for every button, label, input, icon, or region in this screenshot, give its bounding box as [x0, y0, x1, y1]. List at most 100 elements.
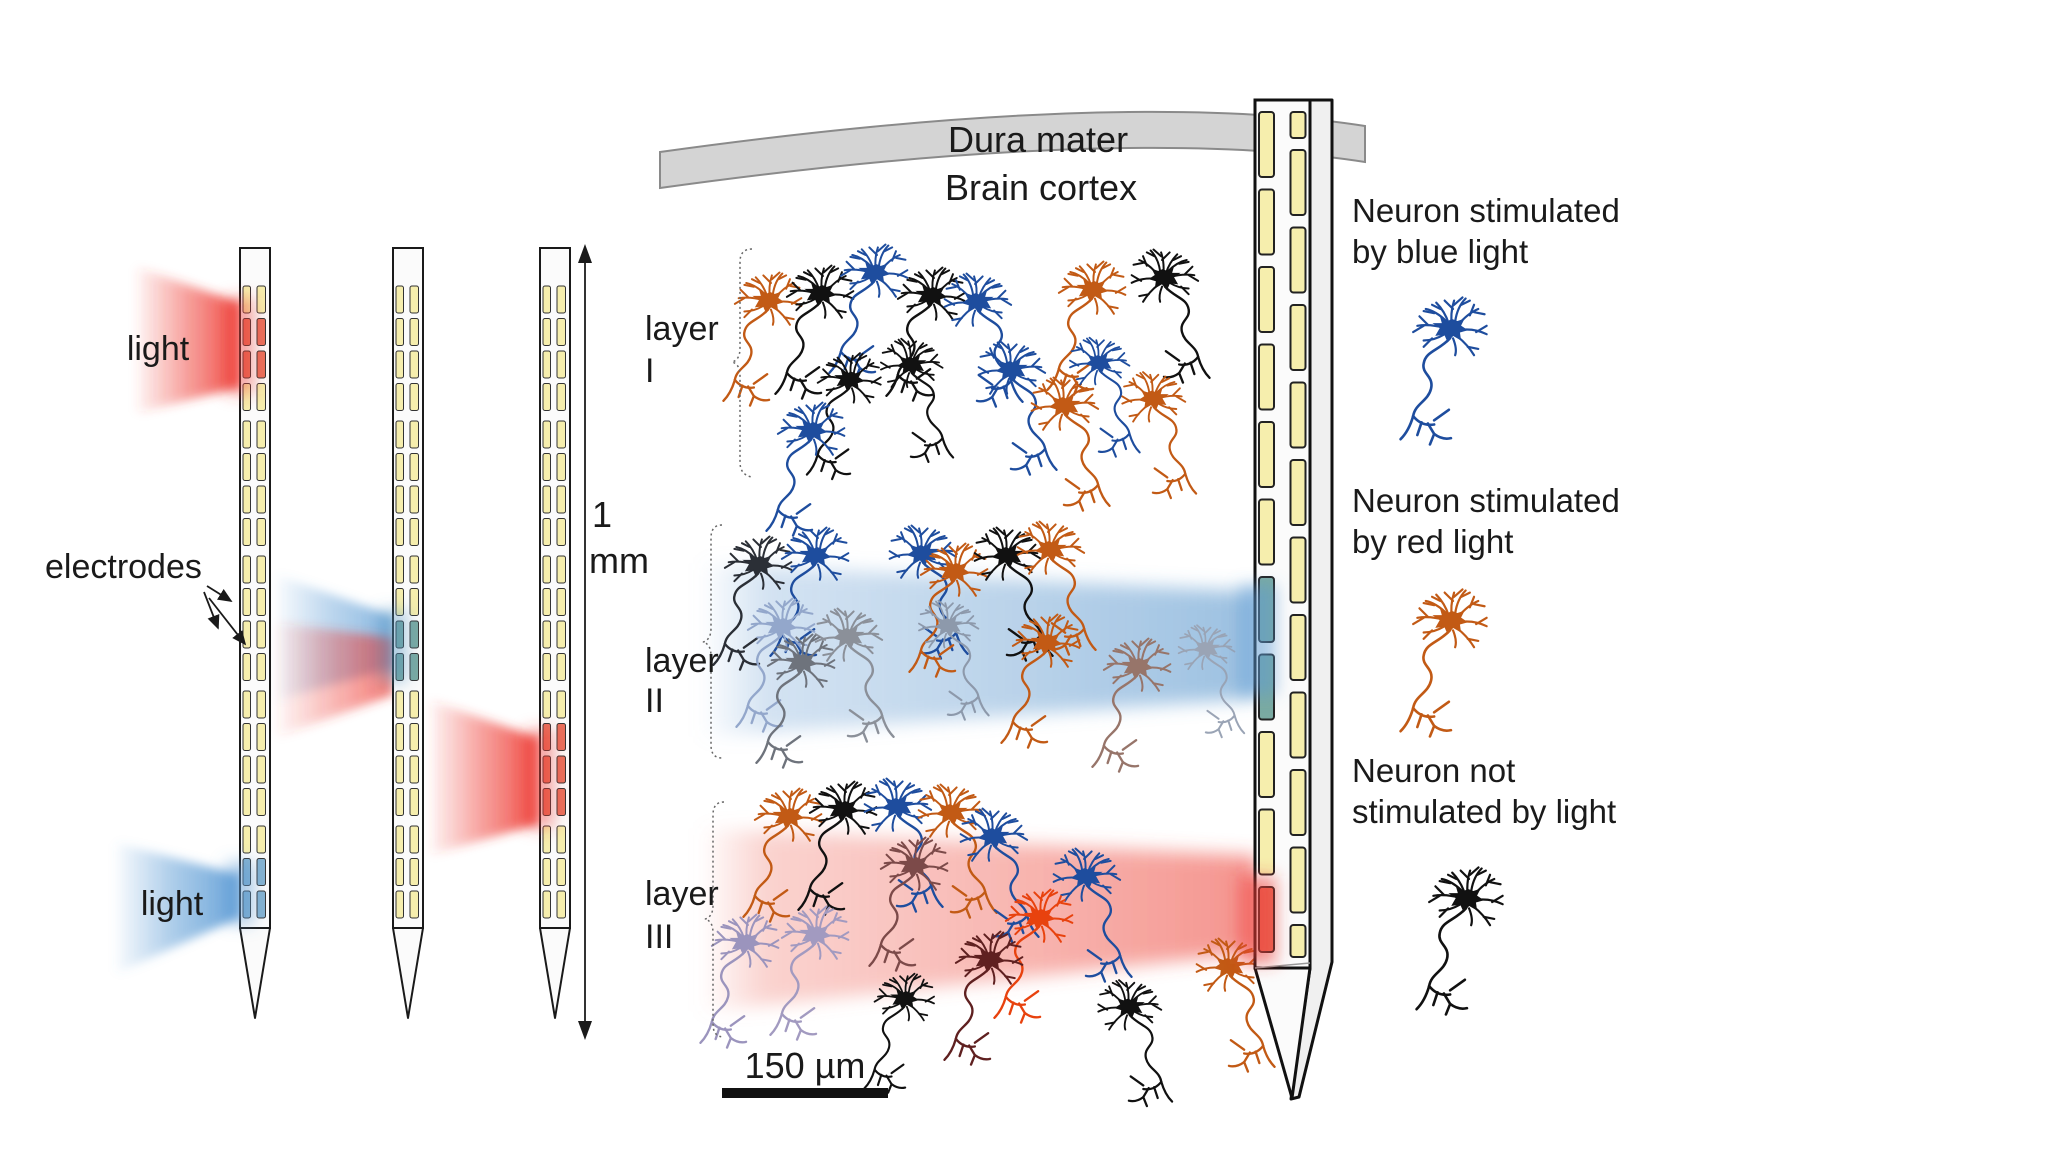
- electrode-pad: [256, 453, 266, 481]
- electrode-pad: [395, 453, 404, 481]
- electrode-pad-large: [1289, 149, 1307, 216]
- electrode-pad: [256, 755, 266, 784]
- large-probe: [1253, 98, 1334, 1101]
- layer3-bracket: [704, 801, 725, 1038]
- electrode-pad: [242, 825, 251, 854]
- electrode-pad: [542, 620, 551, 649]
- neuron-i: [977, 340, 1058, 476]
- electrode-pad: [256, 350, 266, 379]
- electrode-pad: [256, 518, 266, 546]
- electrode-pad: [409, 420, 419, 449]
- electrode-pad: [256, 690, 266, 719]
- electrode-pad: [256, 825, 266, 854]
- electrode-pad: [542, 420, 551, 449]
- electrode-pad: [556, 518, 566, 546]
- electrode-pad: [542, 825, 551, 854]
- emission-glows: [226, 298, 1276, 964]
- electrode-pad: [395, 383, 404, 411]
- electrode-pad: [409, 690, 419, 719]
- electrode-pad: [409, 620, 419, 649]
- electrode-pad: [395, 350, 404, 379]
- electrode-pad-large: [1289, 846, 1307, 914]
- electrode-pad: [395, 420, 404, 449]
- electrode-pad-large: [1289, 614, 1307, 681]
- electrode-pad: [542, 285, 551, 314]
- electrode-pad: [395, 690, 404, 719]
- electrode-pad: [395, 285, 404, 314]
- electrode-pad: [556, 755, 566, 784]
- light-cone-red-probe3: [430, 700, 538, 855]
- electrode-pad: [556, 383, 566, 411]
- electrode-pad: [409, 318, 419, 346]
- electrode-pad: [242, 788, 251, 816]
- electrode-pad: [542, 518, 551, 546]
- electrode-pad: [256, 788, 266, 816]
- electrode-pad: [256, 588, 266, 616]
- neuron-i: [1121, 370, 1198, 500]
- electrode-pad: [556, 485, 566, 514]
- electrode-pad-large: [1289, 691, 1307, 759]
- electrode-pad: [556, 890, 566, 919]
- legend-red-line2: by red light: [1352, 523, 1513, 560]
- electrode-pad: [395, 755, 404, 784]
- electrode-pad-large: [1289, 459, 1307, 526]
- legend-none-line1: Neuron not: [1352, 752, 1515, 789]
- electrode-pad: [409, 788, 419, 816]
- label-dura-mater: Dura mater: [948, 119, 1128, 160]
- electrode-pad: [556, 453, 566, 481]
- electrode-pad: [242, 453, 251, 481]
- small-probe-tip: [239, 927, 271, 1019]
- neuron-i: [943, 272, 1024, 408]
- electrode-pad: [556, 690, 566, 719]
- neuron-legend: [1415, 866, 1504, 1016]
- scale-bar: [722, 1088, 888, 1098]
- electrode-pad: [242, 653, 251, 681]
- electrode-pad: [556, 555, 566, 584]
- electrode-pad: [409, 825, 419, 854]
- small-probe-tip: [539, 927, 571, 1019]
- small-probe-3: [539, 247, 571, 1019]
- neuron-i: [1046, 260, 1127, 396]
- electrode-pad: [256, 555, 266, 584]
- electrode-pad: [556, 825, 566, 854]
- label-layer2-word: layer: [645, 642, 719, 680]
- electrode-pad: [542, 485, 551, 514]
- electrode-pad: [395, 555, 404, 584]
- light-cone-red-probe2: [277, 623, 393, 737]
- label-electrodes: electrodes: [45, 548, 202, 586]
- electrode-pad-large: [1258, 731, 1275, 798]
- electrode-pad: [256, 723, 266, 751]
- electrode-pad-large: [1289, 226, 1307, 294]
- neuron-i: [722, 271, 803, 407]
- electrode-pad: [556, 285, 566, 314]
- electrode-pad: [409, 485, 419, 514]
- electrode-pad: [542, 690, 551, 719]
- label-light-bottom: light: [141, 885, 204, 923]
- electrode-pad-large: [1258, 188, 1275, 256]
- electrode-pad: [409, 653, 419, 681]
- electrode-pad: [409, 453, 419, 481]
- electrode-pad: [395, 890, 404, 919]
- electrode-pad: [256, 858, 266, 886]
- electrode-pad: [556, 858, 566, 886]
- label-brain-cortex: Brain cortex: [945, 167, 1137, 208]
- electrode-pad: [409, 890, 419, 919]
- legend-blue-line1: Neuron stimulated: [1352, 192, 1620, 229]
- electrode-pad: [556, 788, 566, 816]
- electrode-pad-large: [1258, 498, 1275, 566]
- neuron-i: [879, 337, 955, 464]
- electrode-pad: [409, 755, 419, 784]
- electrode-pad: [395, 825, 404, 854]
- legend-blue-line2: by blue light: [1352, 233, 1528, 270]
- electrode-pad: [242, 420, 251, 449]
- electrode-pad: [409, 350, 419, 379]
- dura-mater-band: [659, 110, 1366, 190]
- electrode-pad-large: [1289, 924, 1307, 958]
- electrode-pad: [242, 588, 251, 616]
- electrode-pad: [256, 420, 266, 449]
- neuron-i: [1130, 248, 1211, 384]
- electrode-pad: [256, 653, 266, 681]
- small-probes-group: [239, 247, 571, 1019]
- electrode-pad-large: [1258, 266, 1275, 333]
